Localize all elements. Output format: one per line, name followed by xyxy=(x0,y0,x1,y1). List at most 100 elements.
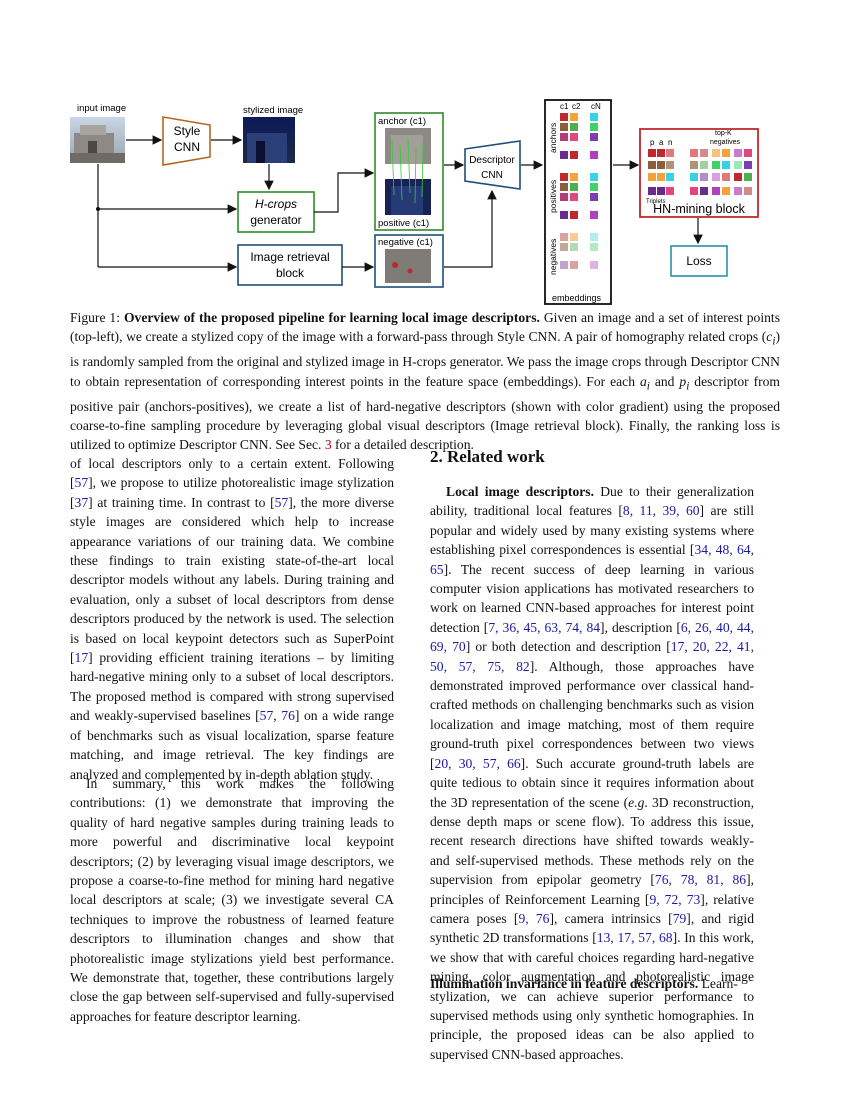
caption-text: for a detailed description. xyxy=(331,437,474,453)
run-in-heading: Illumination invariance in feature descr… xyxy=(430,976,699,991)
body-text: In summary, this work makes the followin… xyxy=(70,776,394,1024)
anchors-label: anchors xyxy=(548,123,558,153)
caption-math-sub: i xyxy=(646,380,650,393)
caption-math: a xyxy=(639,373,647,389)
citation-link[interactable]: 8, 11, 39, 60 xyxy=(622,503,700,519)
input-image-label: input image xyxy=(77,103,126,114)
caption-math-sub: i xyxy=(686,380,690,393)
loss-block xyxy=(670,245,728,277)
caption-text: ) is randomly sampled from the original … xyxy=(70,329,780,389)
triplets-label: Triplets xyxy=(646,199,665,205)
caption-text: descriptor from positive pair (anchors-p… xyxy=(70,373,781,453)
positives-label: positives xyxy=(548,180,558,213)
body-text: ] on a wide range of benchmarks such as … xyxy=(70,708,394,782)
descriptor-label-2: CNN xyxy=(481,170,503,181)
citation-link[interactable]: 17 xyxy=(74,650,89,666)
body-text-italic: e.g xyxy=(628,794,645,810)
citation-link[interactable]: 79 xyxy=(672,910,687,926)
run-in-heading: Local image descriptors. xyxy=(446,484,594,499)
body-text: , xyxy=(273,708,282,724)
stylized-image-label: stylized image xyxy=(243,105,303,116)
caption-label: Figure 1: xyxy=(70,310,124,325)
body-text: ]. Such accurate ground-truth labels are… xyxy=(430,755,755,810)
topk-negative-squares xyxy=(690,149,752,195)
citation-link[interactable]: 9, 76 xyxy=(518,910,550,926)
embeddings-panel xyxy=(544,99,612,305)
negative-embeddings xyxy=(560,233,598,269)
citation-link[interactable]: 20, 30, 57, 66 xyxy=(434,755,521,771)
body-text: ] are still popular and widely used by m… xyxy=(430,503,754,558)
retrieval-label-1: Image retrieval xyxy=(250,250,329,264)
body-text: ] or both detection and description [ xyxy=(465,639,671,655)
section-heading: 2. Related work xyxy=(430,447,545,466)
body-text: ], camera intrinsics [ xyxy=(549,910,673,926)
style-cnn-label-1: Style xyxy=(174,124,201,138)
descriptor-label-1: Descriptor xyxy=(469,155,515,166)
body-text: ] at training time. In contrast to [ xyxy=(88,494,275,510)
positive-crop-image xyxy=(385,179,431,215)
citation-link[interactable]: 7, 36, 45, 63, 74, 84 xyxy=(488,619,601,635)
anchor-label: anchor (c1) xyxy=(378,116,426,127)
hn-mining-label: HN-mining block xyxy=(653,202,745,216)
style-cnn-block xyxy=(162,116,211,166)
embeddings-label: embeddings xyxy=(552,293,602,303)
caption-text: Given an image and a set of interest poi… xyxy=(70,310,780,345)
negative-crop-image xyxy=(385,249,431,283)
caption-math: c xyxy=(766,329,773,345)
correspondence-lines xyxy=(391,138,424,204)
stylized-image-thumbnail xyxy=(243,117,295,163)
image-retrieval-block xyxy=(237,244,343,286)
body-text: . 3D reconstruction, dense depth maps or… xyxy=(430,794,754,888)
hcrops-generator-block xyxy=(237,191,315,233)
body-text: of local descriptors only to a certain e… xyxy=(70,456,394,491)
positive-label: positive (c1) xyxy=(378,218,429,229)
loss-label: Loss xyxy=(686,254,711,268)
citation-link[interactable]: 37 xyxy=(74,494,89,510)
left-column-paragraph-1: of local descriptors only to a certain e… xyxy=(70,454,394,784)
triplet-squares xyxy=(648,149,674,195)
style-cnn-label-2: CNN xyxy=(174,140,200,154)
citation-link[interactable]: 57 xyxy=(74,475,89,491)
body-text: ], the more diverse style images are con… xyxy=(70,494,394,666)
pipeline-figure: input image Style CNN stylized image H-c… xyxy=(60,95,790,310)
cn-label: cN xyxy=(591,102,601,111)
descriptor-cnn-block xyxy=(464,140,521,190)
body-text: ], we propose to utilize photorealistic … xyxy=(70,475,394,510)
body-text: ]. The recent success of deep learning i… xyxy=(430,561,754,635)
pipeline-diagram: input image Style CNN stylized image H-c… xyxy=(70,99,759,305)
figure-caption: Figure 1: Overview of the proposed pipel… xyxy=(70,308,780,455)
body-text: ]. In this work, we show that with caref… xyxy=(430,930,755,1062)
body-text: ], description [ xyxy=(600,619,681,635)
section-ref-link[interactable]: 3 xyxy=(324,437,332,453)
body-text: Learn- xyxy=(698,976,738,991)
caption-math-sub: i xyxy=(772,336,776,349)
citation-link[interactable]: 9, 72, 73 xyxy=(649,891,701,907)
body-text: ] providing efficient training iteration… xyxy=(70,650,394,724)
n-label: n xyxy=(668,138,672,147)
body-text: ]. Although, those approaches have demon… xyxy=(430,658,754,771)
a-label: a xyxy=(659,138,664,147)
citation-link[interactable]: 57 xyxy=(259,708,274,724)
citation-link[interactable]: 13, 17, 57, 68 xyxy=(596,930,673,946)
topk-label-2: negatives xyxy=(710,139,740,146)
caption-math: p xyxy=(679,373,687,389)
hcrops-label-2: generator xyxy=(250,213,301,227)
body-text: ], principles of Reinforcement Learning … xyxy=(430,872,754,907)
citation-link[interactable]: 34, 48, 64, 65 xyxy=(430,542,754,577)
p-label: p xyxy=(650,138,655,147)
hcrops-label-1: H-crops xyxy=(255,197,297,211)
citation-link[interactable]: 17, 20, 22, 41, 50, 57, 75, 82 xyxy=(430,639,754,674)
caption-text: and xyxy=(649,373,680,389)
anchor-embeddings xyxy=(560,113,598,159)
citation-link[interactable]: 76 xyxy=(281,708,295,724)
positive-embeddings xyxy=(560,173,598,219)
body-text: Due to their generalization ability, tra… xyxy=(430,484,754,519)
citation-link[interactable]: 57 xyxy=(274,494,289,510)
caption-title: Overview of the proposed pipeline for le… xyxy=(123,310,540,325)
citation-link[interactable]: 6, 26, 40, 44, 69, 70 xyxy=(430,619,755,655)
c1-label: c1 xyxy=(560,102,569,111)
right-column: 2. Related work Local image descriptors.… xyxy=(430,446,754,1064)
citation-link[interactable]: 76, 78, 81, 86 xyxy=(654,872,747,888)
right-column-paragraph-2: Illumination invariance in feature descr… xyxy=(430,974,754,993)
c2-label: c2 xyxy=(572,102,581,111)
